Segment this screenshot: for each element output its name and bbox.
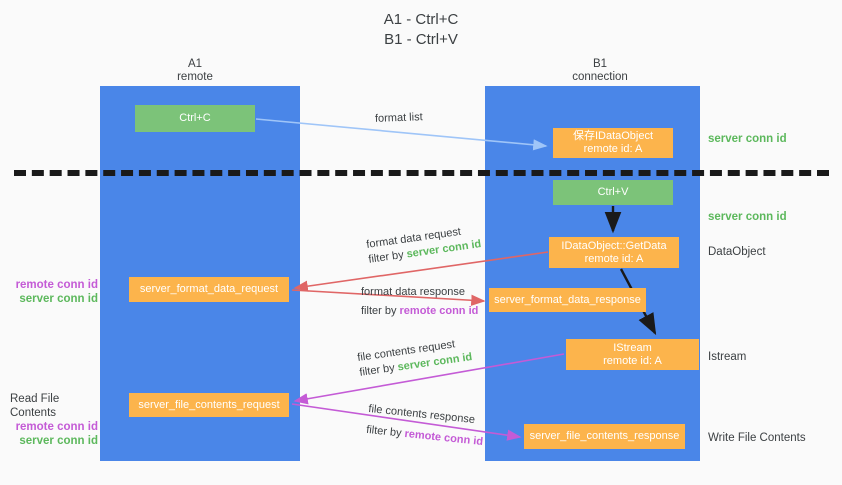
node-save-idataobject[interactable]: 保存IDataObject remote id: A [553,128,673,158]
node-idataobject-getdata[interactable]: IDataObject::GetData remote id: A [549,237,679,268]
node-server-format-data-request-label: server_format_data_request [139,283,279,295]
node-server-file-contents-response[interactable]: server_file_contents_response [524,424,685,449]
annotation-conn-ids-format: remote conn id server conn id [10,278,98,306]
node-server-file-contents-request-label: server_file_contents_request [138,398,280,411]
arrow-label-file-contents-request: file contents request filter by server c… [356,335,473,381]
node-istream-line2: remote id: A [603,354,662,367]
annotation-remote-conn-id-1: remote conn id [15,279,98,291]
node-getdata-line2: remote id: A [584,252,644,265]
node-save-idataobject-line2: remote id: A [583,143,643,155]
node-getdata-line1: IDataObject::GetData [561,239,667,252]
filter-prefix-4: filter by [365,423,406,440]
arrow-label-format-list: format list [375,110,423,127]
node-server-format-data-response[interactable]: server_format_data_response [489,288,646,312]
arrow-label-file-contents-response: file contents response filter by remote … [365,402,485,450]
annotation-server-conn-id-2: server conn id [19,435,98,447]
node-server-file-contents-request[interactable]: server_file_contents_request [129,393,289,417]
annotation-server-conn-id-1: server conn id [19,293,98,305]
node-istream[interactable]: IStream remote id: A [566,339,699,370]
node-ctrl-v[interactable]: Ctrl+V [553,180,673,205]
arrow-label-format-data-response: format data response filter by remote co… [361,285,478,319]
annotation-remote-conn-id-2: remote conn id [15,421,98,433]
node-ctrl-v-label: Ctrl+V [597,186,629,198]
arrow-label-format-data-response-filter: filter by remote conn id [361,304,478,319]
title-line-1: A1 - Ctrl+C [383,11,459,28]
phase-separator [14,170,829,176]
filter-prefix-1: filter by [367,248,408,266]
node-server-file-contents-response-label: server_file_contents_response [529,430,680,442]
title-line-2: B1 - Ctrl+V [384,31,458,48]
arrow-label-format-list-text: format list [374,111,423,125]
annotation-istream: Istream [708,351,747,363]
node-server-format-data-request[interactable]: server_format_data_request [129,277,289,302]
annotation-conn-ids-file: Read File Contents remote conn id server… [10,392,98,448]
filter-prefix-3: filter by [358,361,399,379]
column-header-b1: B1 connection [520,58,680,84]
column-b1-subtitle: connection [572,71,628,83]
annotation-read-file-contents: Read File Contents [10,393,60,419]
filter-key-2: remote conn id [399,305,479,317]
filter-key-4: remote conn id [403,427,484,449]
filter-prefix-2: filter by [361,305,400,317]
column-a1-subtitle: remote [177,71,213,83]
annotation-server-conn-id-top: server conn id [708,133,787,145]
annotation-dataobject: DataObject [708,246,766,258]
column-a1-name: A1 [187,58,203,70]
node-ctrl-c[interactable]: Ctrl+C [135,105,255,132]
column-b1-name: B1 [592,58,608,70]
arrow-label-format-data-request: format data request filter by server con… [365,222,482,268]
node-server-format-data-response-label: server_format_data_response [494,293,641,306]
node-ctrl-c-label: Ctrl+C [179,112,211,124]
node-save-idataobject-line1: 保存IDataObject [572,130,654,142]
node-istream-line1: IStream [613,341,652,354]
arrow-label-format-data-response-line1: format data response [361,286,465,298]
annotation-write-file-contents: Write File Contents [708,432,806,444]
column-header-a1: A1 remote [120,58,270,84]
annotation-server-conn-id-mid: server conn id [708,211,787,223]
page-title: A1 - Ctrl+C B1 - Ctrl+V [0,10,842,50]
